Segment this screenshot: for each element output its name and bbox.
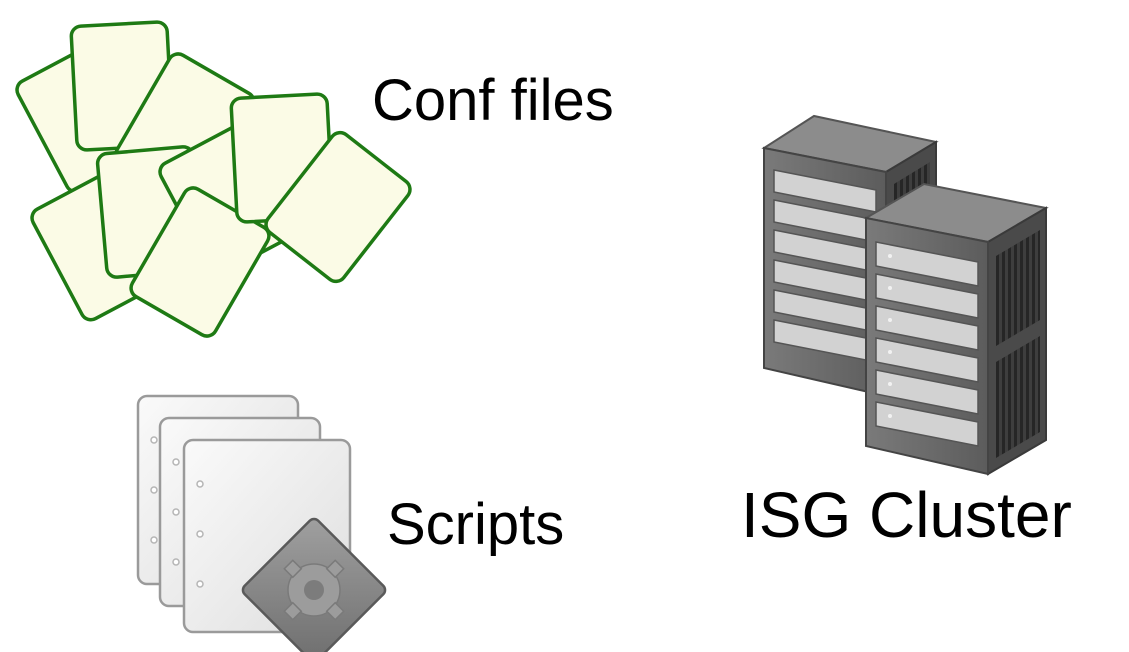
scripts-icon xyxy=(136,394,387,652)
conf-files-icon xyxy=(15,20,412,338)
conf-card xyxy=(129,186,271,338)
server-rack-front xyxy=(863,182,1049,476)
isg-cluster-label: ISG Cluster xyxy=(741,479,1072,551)
cluster-servers-icon xyxy=(761,114,1049,476)
conf-files-label: Conf files xyxy=(372,68,614,133)
scripts-label: Scripts xyxy=(387,492,565,557)
gear-badge-icon xyxy=(241,517,387,652)
conf-card xyxy=(264,130,412,284)
